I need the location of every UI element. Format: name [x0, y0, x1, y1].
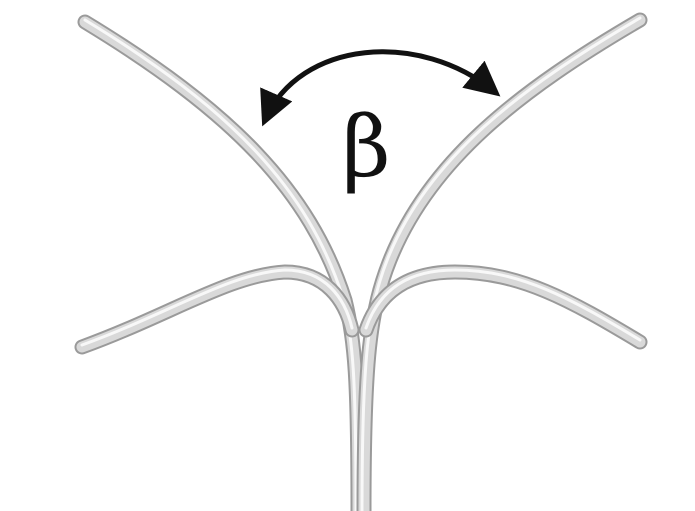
- upper-right-wire: [362, 18, 640, 511]
- angle-label-beta: β: [342, 98, 391, 196]
- lower-right-wire: [366, 270, 640, 342]
- lower-left-wire: [82, 270, 352, 347]
- upper-left-wire: [85, 20, 358, 511]
